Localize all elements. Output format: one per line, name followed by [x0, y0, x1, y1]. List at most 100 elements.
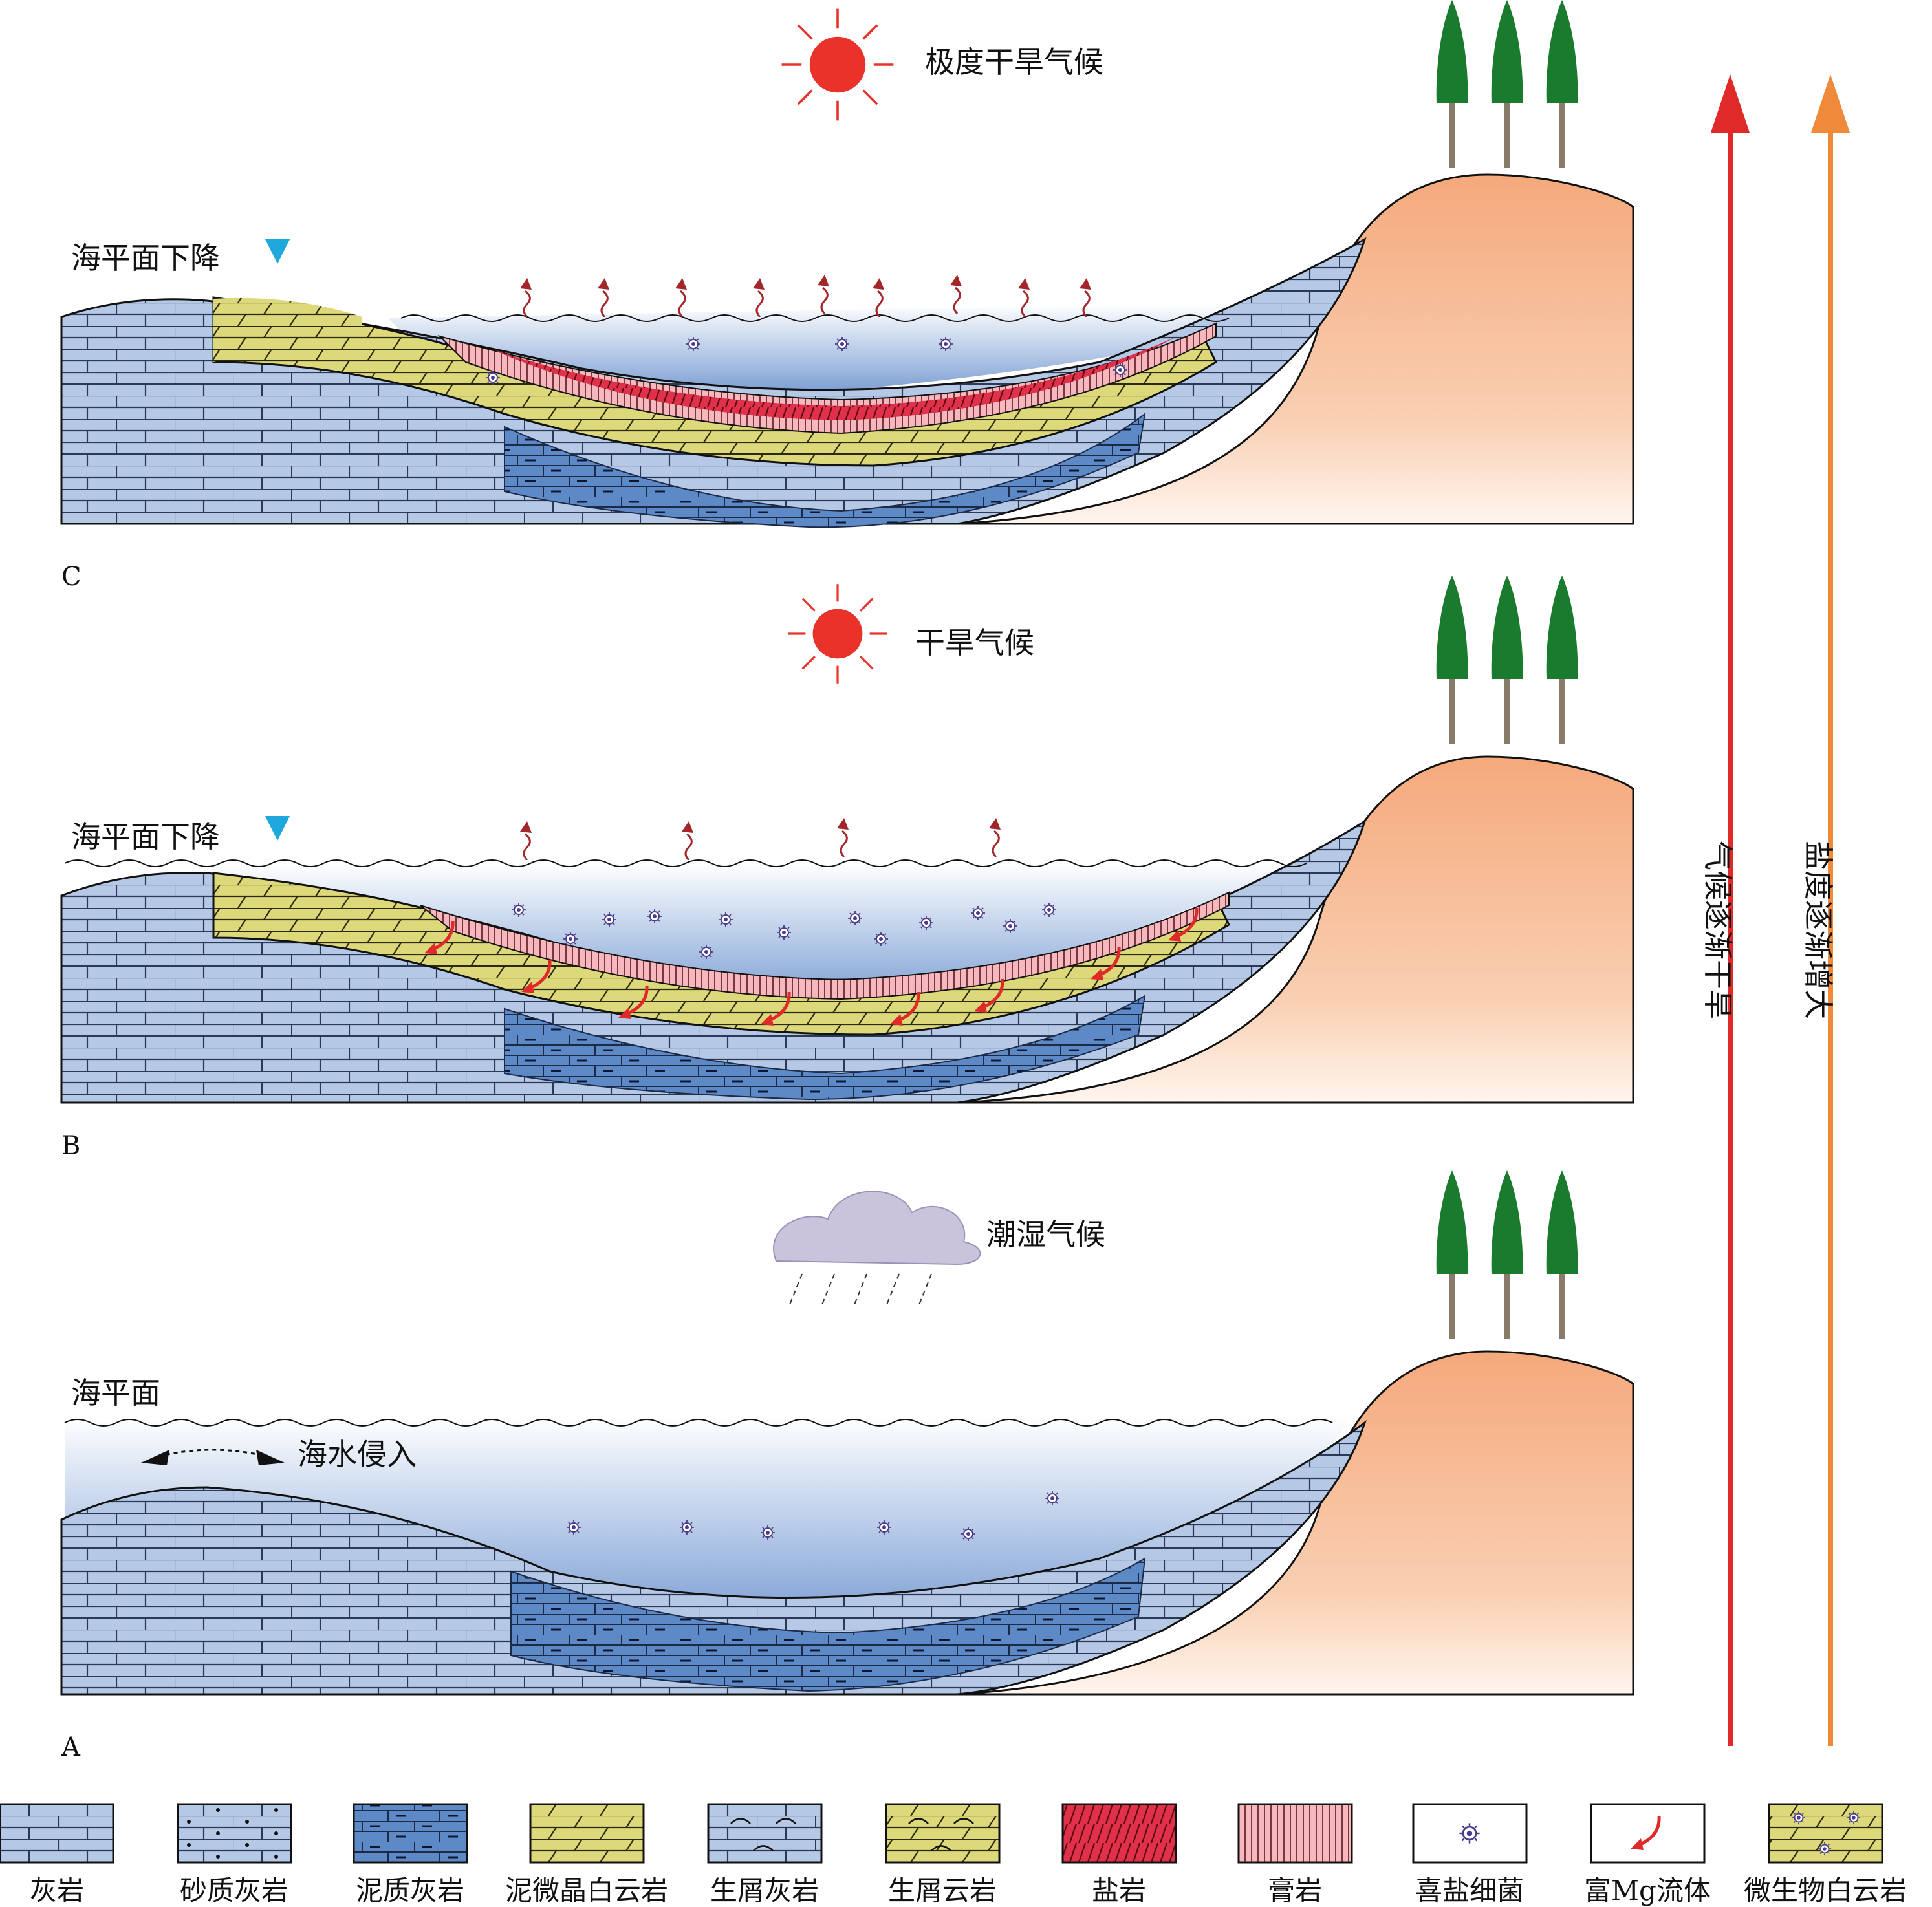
bacteria-icon: [834, 336, 850, 352]
legend-item-bioclastic-dolomite: 生屑云岩: [885, 1803, 1001, 1906]
trend-climate: 气候逐渐干旱: [1700, 74, 1750, 1746]
bacteria-icon: [1003, 918, 1018, 934]
bacteria-icon: [1113, 362, 1128, 378]
legend-item-microbial-dolomite: 微生物白云岩: [1744, 1803, 1907, 1906]
evaporation-icon: [674, 278, 688, 317]
panel-b: 干旱气候 海平面下降 B: [60, 576, 1634, 1161]
salinity-trend-label: 盐度逐渐增大: [1801, 841, 1836, 1019]
sea-level-label-c: 海平面下降: [71, 241, 220, 275]
bacteria-icon: [873, 931, 889, 947]
legend-item-micritic-dolomite: 泥微晶白云岩: [505, 1803, 668, 1906]
climate-trend-label: 气候逐渐干旱: [1700, 841, 1735, 1019]
intrusion-arrow-icon: [158, 1449, 266, 1458]
tree-icon: [1491, 1170, 1523, 1339]
limestone-swatch: [0, 1803, 114, 1864]
legend-item-salt: 盐岩: [1061, 1803, 1177, 1906]
sea-surface: [64, 1419, 1333, 1427]
salt-layer: [492, 336, 1177, 420]
sun-icon: [780, 7, 895, 122]
bioclastic-dolomite-swatch: [885, 1803, 1001, 1864]
sea-surface: [400, 314, 1230, 322]
tree-icon: [1491, 0, 1523, 168]
bacteria-icon: [1045, 1491, 1060, 1506]
bacteria-icon: [760, 1525, 776, 1540]
evaporation-icon: [596, 278, 611, 317]
legend: 灰岩 砂质灰岩 泥质灰岩 泥微晶白云岩 生屑灰岩 生屑云岩 盐岩: [0, 1803, 1907, 1906]
bacteria-icon: [961, 1526, 976, 1542]
microbial-dolomite-swatch: [1768, 1803, 1883, 1864]
bioclastic-dolomite-shoal: [213, 297, 362, 362]
legend-label: 灰岩: [30, 1875, 84, 1906]
bacteria-icon: [647, 909, 662, 924]
legend-label: 膏岩: [1268, 1875, 1322, 1906]
marly-limestone-lens: [504, 995, 1146, 1101]
legend-item-mg-fluid: 富Mg流体: [1584, 1803, 1711, 1906]
legend-label: 泥微晶白云岩: [505, 1875, 668, 1906]
evaporation-icon: [949, 275, 963, 314]
trend-salinity: 盐度逐渐增大: [1801, 74, 1850, 1746]
bacteria-icon: [718, 912, 733, 927]
arrowhead-up-icon: [1811, 74, 1850, 133]
marly-limestone-lens: [504, 412, 1146, 528]
legend-label: 生屑云岩: [888, 1875, 997, 1906]
legend-label: 砂质灰岩: [180, 1875, 288, 1906]
tree-icon: [1546, 576, 1578, 744]
bacteria-icon: [485, 370, 501, 385]
tree-icon: [1436, 0, 1468, 168]
micritic-dolomite-swatch: [529, 1803, 645, 1864]
intrusion-label: 海水侵入: [298, 1437, 417, 1472]
intrusion-arrow-left-icon: [141, 1450, 169, 1465]
bacteria-icon: [699, 944, 714, 960]
evaporation-icon: [680, 821, 695, 860]
halophilic-bacteria-icon: [1459, 1822, 1481, 1844]
tree-icon: [1546, 1170, 1578, 1339]
rain-cloud-icon: [773, 1191, 981, 1307]
marly-limestone-swatch: [353, 1803, 468, 1864]
tree-icon: [1491, 576, 1523, 744]
sea-level-label-a: 海平面: [71, 1375, 160, 1410]
bacteria-icon: [876, 1520, 892, 1535]
legend-label: 微生物白云岩: [1744, 1875, 1907, 1906]
legend-item-sandy-limestone: 砂质灰岩: [177, 1803, 292, 1906]
bacteria-icon: [776, 925, 792, 940]
legend-item-limestone: 灰岩: [0, 1803, 114, 1906]
panel-c: 极度干旱气候 海平面下降 C: [60, 0, 1634, 592]
tree-icon: [1436, 1170, 1468, 1339]
legend-label: 生屑灰岩: [710, 1875, 819, 1906]
legend-item-marly-limestone: 泥质灰岩: [353, 1803, 468, 1906]
bacteria-icon: [847, 910, 863, 926]
legend-label: 富Mg流体: [1584, 1875, 1711, 1906]
legend-item-bacteria: 喜盐细菌: [1412, 1803, 1528, 1906]
bioclastic-limestone-swatch: [707, 1803, 823, 1864]
sea-surface: [64, 859, 1307, 867]
legend-label: 盐岩: [1092, 1875, 1146, 1906]
panel-letter-c: C: [61, 562, 81, 592]
panel-letter-b: B: [61, 1131, 80, 1161]
bacteria-icon: [686, 336, 701, 352]
legend-item-bioclastic-limestone: 生屑灰岩: [707, 1803, 823, 1906]
marly-limestone-lens: [510, 1557, 1146, 1692]
evaporation-icon: [988, 818, 1002, 857]
bacteria-icon: [1792, 1811, 1806, 1825]
arrowhead-up-icon: [1711, 74, 1750, 133]
sea-level-down-icon: [265, 816, 290, 841]
legend-label: 泥质灰岩: [356, 1875, 464, 1906]
sea-level-label-b: 海平面下降: [71, 819, 220, 854]
gypsum-swatch: [1237, 1803, 1353, 1864]
evaporation-icon: [519, 821, 533, 860]
bacteria-icon: [970, 905, 986, 921]
gypsum-layer: [420, 891, 1230, 1000]
bacteria-icon: [602, 912, 617, 927]
bacteria-icon: [563, 931, 578, 947]
bacteria-icon: [1847, 1811, 1861, 1825]
climate-label-a: 潮湿气候: [986, 1217, 1105, 1252]
bacteria-icon: [511, 902, 526, 918]
bacteria-icon: [1041, 902, 1057, 918]
tree-icon: [1436, 576, 1468, 744]
evaporation-icon: [519, 278, 533, 317]
evaporation-icon: [752, 278, 766, 317]
sun-icon: [787, 583, 889, 685]
bacteria-icon: [566, 1520, 581, 1535]
salt-rock-swatch: [1061, 1803, 1177, 1864]
panel-a: 海水侵入 潮湿气候 海平面 A: [60, 1170, 1634, 1762]
